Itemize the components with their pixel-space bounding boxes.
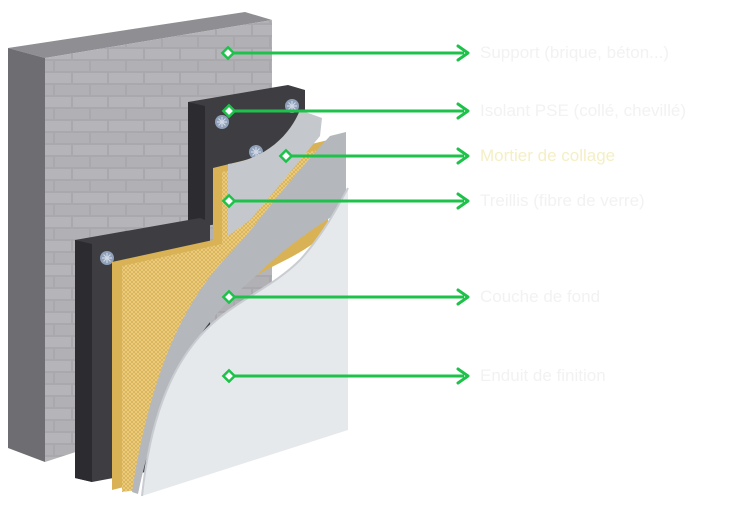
diamond-marker-icon: [221, 289, 237, 305]
layer-label-treillis: Treillis (fibre de verre): [480, 191, 645, 210]
callout-arrows: [220, 44, 470, 385]
layer-label-enduit: Enduit de finition: [480, 366, 606, 385]
diamond-marker-icon: [220, 45, 236, 61]
diamond-marker-icon: [221, 193, 237, 209]
diamond-marker-icon: [221, 368, 237, 384]
arrowhead-icon: [456, 192, 470, 210]
arrowhead-icon: [456, 102, 470, 120]
insulation-board-upper-edge: [188, 102, 205, 226]
dowel-icon: [100, 251, 114, 265]
brick-wall-top: [8, 12, 272, 58]
arrowhead-icon: [456, 288, 470, 306]
dowels: [100, 99, 299, 265]
finish-render-layer: [142, 188, 348, 496]
arrowhead-icon: [456, 44, 470, 62]
dowel-icon: [215, 115, 229, 129]
base-coat-layer-top: [228, 110, 322, 236]
diamond-marker-icon: [278, 148, 294, 164]
layer-label-isolant: Isolant PSE (collé, chevillé): [480, 101, 686, 120]
arrowhead-icon: [456, 147, 470, 165]
brick-wall-side: [8, 48, 45, 462]
diamond-marker-icon: [221, 103, 237, 119]
layer-label-mortier: Mortier de collage: [480, 146, 616, 165]
layer-label-fond: Couche de fond: [480, 287, 601, 306]
base-coat-layer: [132, 132, 346, 494]
layer-label-support: Support (brique, béton...): [480, 43, 670, 62]
finish-render-edge: [141, 187, 349, 497]
insulation-board-lower-edge: [75, 240, 92, 482]
arrowhead-icon: [456, 367, 470, 385]
